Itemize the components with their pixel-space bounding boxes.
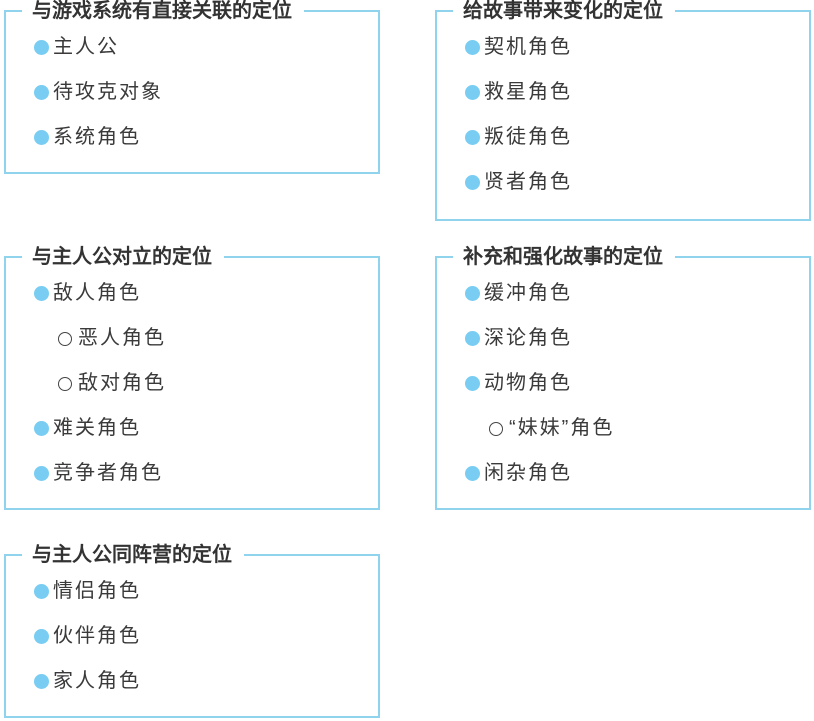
list-item-label: 主人公: [53, 36, 119, 58]
filled-bullet-icon: [34, 130, 49, 145]
list-item: 难关角色: [34, 413, 166, 458]
hollow-circle-bullet-icon: [58, 377, 72, 391]
filled-bullet-icon: [465, 331, 480, 346]
filled-bullet-icon: [465, 85, 480, 100]
list-item: 缓冲角色: [465, 278, 614, 323]
box-title: 给故事带来变化的定位: [453, 0, 675, 25]
list-item: “妹妹”角色: [465, 413, 614, 458]
list-item: 闲杂角色: [465, 458, 614, 503]
list-item-label: 贤者角色: [484, 171, 572, 193]
list-item-label: 敌对角色: [78, 372, 166, 394]
list-item-label: 缓冲角色: [484, 282, 572, 304]
list-item-label: 难关角色: [53, 417, 141, 439]
filled-bullet-icon: [465, 376, 480, 391]
role-list: 主人公待攻克对象系统角色: [34, 32, 163, 167]
list-item-label: 动物角色: [484, 372, 572, 394]
box-title: 与游戏系统有直接关联的定位: [22, 0, 304, 25]
list-item-label: 契机角色: [484, 36, 572, 58]
box-protagonist-camp: 与主人公同阵营的定位情侣角色伙伴角色家人角色: [4, 541, 380, 718]
hollow-circle-bullet-icon: [58, 332, 72, 346]
list-item: 主人公: [34, 32, 163, 77]
list-item-label: 系统角色: [53, 126, 141, 148]
filled-bullet-icon: [34, 286, 49, 301]
list-item: 家人角色: [34, 666, 141, 711]
box-title: 补充和强化故事的定位: [453, 243, 675, 271]
filled-bullet-icon: [34, 629, 49, 644]
list-item: 动物角色: [465, 368, 614, 413]
list-item: 贤者角色: [465, 167, 572, 212]
list-item-label: 敌人角色: [53, 282, 141, 304]
filled-bullet-icon: [465, 40, 480, 55]
list-item: 系统角色: [34, 122, 163, 167]
list-item: 恶人角色: [34, 323, 166, 368]
filled-bullet-icon: [465, 130, 480, 145]
filled-bullet-icon: [34, 466, 49, 481]
list-item-label: 闲杂角色: [484, 462, 572, 484]
box-title: 与主人公对立的定位: [22, 243, 224, 271]
filled-bullet-icon: [34, 40, 49, 55]
box-system-related: 与游戏系统有直接关联的定位主人公待攻克对象系统角色: [4, 0, 380, 174]
list-item-label: 救星角色: [484, 81, 572, 103]
list-item: 伙伴角色: [34, 621, 141, 666]
filled-bullet-icon: [465, 466, 480, 481]
list-item: 竞争者角色: [34, 458, 166, 503]
role-list: 情侣角色伙伴角色家人角色: [34, 576, 141, 711]
list-item-label: 待攻克对象: [53, 81, 163, 103]
list-item-label: 情侣角色: [53, 580, 141, 602]
list-item-label: 恶人角色: [78, 327, 166, 349]
role-list: 缓冲角色深论角色动物角色 “妹妹”角色闲杂角色: [465, 278, 614, 503]
list-item-label: 竞争者角色: [53, 462, 163, 484]
filled-bullet-icon: [465, 175, 480, 190]
filled-bullet-icon: [465, 286, 480, 301]
list-item: 情侣角色: [34, 576, 141, 621]
list-item: 叛徒角色: [465, 122, 572, 167]
list-item: 救星角色: [465, 77, 572, 122]
list-item: 深论角色: [465, 323, 614, 368]
list-item-label: 家人角色: [53, 670, 141, 692]
list-item: 敌人角色: [34, 278, 166, 323]
filled-bullet-icon: [34, 85, 49, 100]
box-story-change: 给故事带来变化的定位契机角色救星角色叛徒角色贤者角色: [435, 0, 811, 221]
box-story-support: 补充和强化故事的定位缓冲角色深论角色动物角色 “妹妹”角色闲杂角色: [435, 243, 811, 510]
filled-bullet-icon: [34, 584, 49, 599]
list-item: 待攻克对象: [34, 77, 163, 122]
role-list: 敌人角色恶人角色敌对角色难关角色竞争者角色: [34, 278, 166, 503]
hollow-circle-bullet-icon: [489, 422, 503, 436]
box-opposing-protagonist: 与主人公对立的定位敌人角色恶人角色敌对角色难关角色竞争者角色: [4, 243, 380, 510]
list-item: 契机角色: [465, 32, 572, 77]
list-item-label: 叛徒角色: [484, 126, 572, 148]
filled-bullet-icon: [34, 421, 49, 436]
box-title: 与主人公同阵营的定位: [22, 541, 244, 569]
list-item: 敌对角色: [34, 368, 166, 413]
list-item-label: 伙伴角色: [53, 625, 141, 647]
list-item-label: “妹妹”角色: [509, 417, 615, 439]
filled-bullet-icon: [34, 674, 49, 689]
role-list: 契机角色救星角色叛徒角色贤者角色: [465, 32, 572, 212]
list-item-label: 深论角色: [484, 327, 572, 349]
